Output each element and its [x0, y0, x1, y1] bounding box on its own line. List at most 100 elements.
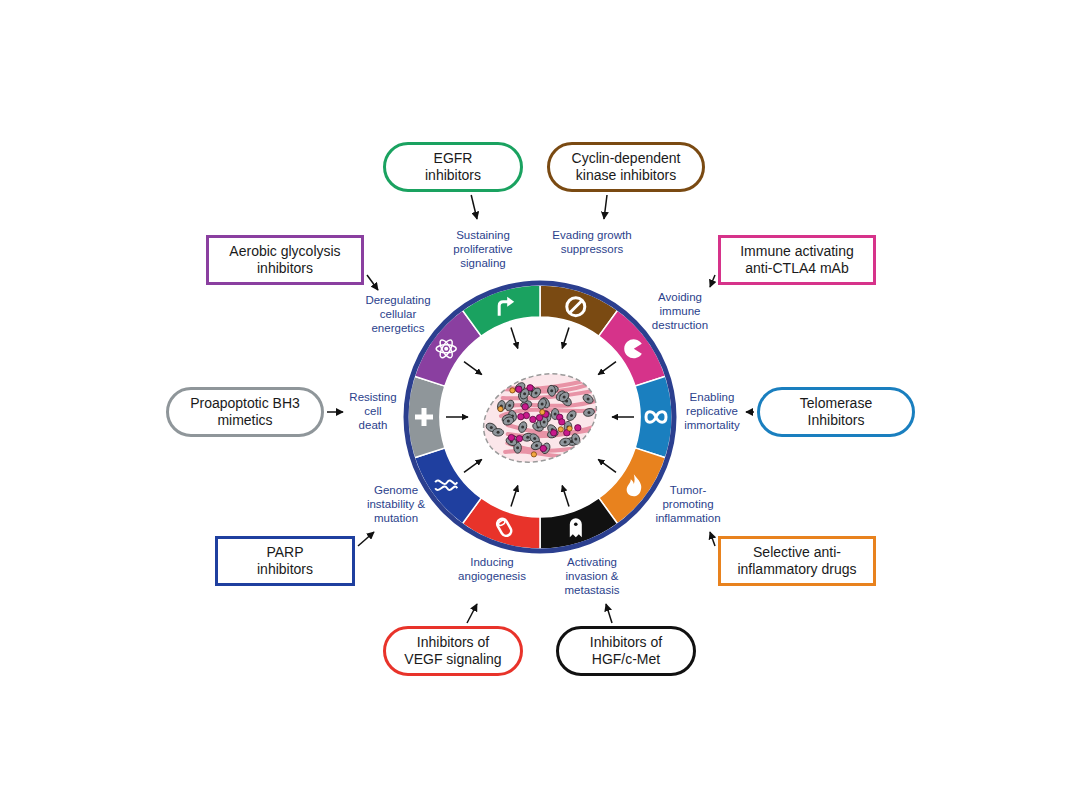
stromal-cell	[567, 426, 572, 431]
leader-arrow	[606, 604, 612, 623]
tumor-cell	[537, 397, 548, 410]
tumor-cell	[565, 409, 578, 422]
leader-arrow	[471, 195, 477, 219]
cell-nucleus	[550, 389, 553, 392]
therapy-box: Cyclin-dependent kinase inhibitors	[547, 142, 705, 192]
tumor-cell	[502, 416, 515, 427]
immune-cell	[559, 419, 565, 425]
therapy-label: Inhibitors of VEGF signaling	[398, 634, 508, 668]
hallmark-icon	[624, 339, 642, 358]
cell-nucleus	[587, 397, 590, 400]
immune-cell	[516, 386, 522, 392]
immune-cell	[551, 430, 557, 436]
icon-flame	[627, 474, 642, 496]
immune-cell	[508, 434, 514, 440]
hallmark-icon	[436, 338, 456, 359]
hallmark-segment	[635, 376, 672, 458]
immune-cell	[522, 404, 528, 410]
immune-cell	[530, 416, 536, 422]
tumor-cell	[583, 407, 596, 417]
inner-arrow	[562, 328, 569, 349]
therapy-label: Inhibitors of HGF/c-Met	[571, 634, 681, 668]
leader-arrow	[710, 532, 715, 546]
cell-nucleus	[526, 436, 529, 439]
cell-nucleus	[516, 446, 519, 449]
tumor-cell	[517, 421, 528, 434]
tumor-cell	[559, 437, 572, 447]
icon-dna	[435, 486, 457, 489]
stromal-cell	[540, 410, 545, 415]
hallmark-label: Sustaining proliferative signaling	[443, 228, 523, 270]
leader-arrow	[467, 604, 477, 623]
therapy-box: Inhibitors of VEGF signaling	[383, 626, 523, 676]
tumor-cell	[493, 428, 504, 436]
hallmark-icon	[627, 474, 642, 496]
tumor-cell	[504, 399, 516, 412]
hallmark-label: Evading growth suppressors	[552, 228, 632, 256]
stroma-strand	[508, 417, 618, 433]
therapy-label: Cyclin-dependent kinase inhibitors	[562, 150, 690, 184]
tumor-cell	[558, 390, 571, 403]
tumor-cell	[497, 400, 507, 412]
leader-arrow	[710, 275, 715, 287]
immune-cell	[518, 414, 524, 420]
immune-cell	[516, 435, 522, 441]
therapy-box: Selective anti-inflammatory drugs	[718, 536, 876, 586]
therapy-box: Immune activating anti-CTLA4 mAb	[718, 235, 876, 285]
therapy-box: PARP inhibitors	[215, 536, 355, 586]
therapy-label: Proapoptotic BH3 mimetics	[181, 395, 309, 429]
icon-vessel	[495, 517, 513, 538]
immune-cell	[540, 445, 546, 451]
therapy-label: PARP inhibitors	[245, 544, 325, 578]
inner-arrow	[511, 328, 518, 349]
hallmark-label: Resisting cell death	[349, 390, 397, 432]
icon-cell	[570, 518, 582, 537]
inner-arrow	[464, 459, 482, 472]
therapy-label: Immune activating anti-CTLA4 mAb	[733, 243, 861, 277]
hallmark-segment	[408, 376, 445, 458]
hallmark-icon	[567, 298, 585, 316]
hallmark-icon	[570, 518, 582, 537]
tumor-illustration	[471, 359, 618, 478]
cell-nucleus	[554, 413, 557, 416]
leader-arrow	[327, 411, 343, 413]
stromal-cell	[531, 452, 536, 457]
tumor-ground	[471, 359, 609, 478]
hallmark-icon	[499, 297, 514, 316]
icon-vessel	[498, 519, 506, 526]
therapy-box: EGFR inhibitors	[383, 142, 523, 192]
hallmark-icon	[435, 480, 457, 489]
icon-stop	[567, 298, 585, 316]
cell-nucleus	[508, 404, 511, 407]
therapy-box: Inhibitors of HGF/c-Met	[556, 626, 696, 676]
icon-atom	[444, 347, 448, 351]
tumor-cell	[581, 393, 594, 405]
cell-nucleus	[523, 392, 526, 395]
inner-arrow	[511, 486, 518, 507]
hallmark-label: Tumor-promoting inflammation	[648, 483, 728, 525]
icon-pacman	[624, 339, 642, 358]
leader-arrow	[604, 195, 607, 219]
therapy-label: EGFR inhibitors	[413, 150, 493, 184]
tumor-cell	[547, 385, 556, 397]
icon-infinity	[646, 412, 666, 423]
hallmark-label: Inducing angiogenesis	[452, 555, 532, 583]
icon-stop	[570, 301, 582, 313]
therapy-box: Proapoptotic BH3 mimetics	[166, 387, 324, 437]
inner-arrow	[598, 362, 616, 375]
tumor-cell	[570, 433, 581, 446]
cell-nucleus	[588, 411, 591, 414]
icon-atom	[438, 338, 455, 359]
icon-atom	[438, 338, 455, 359]
ring-border	[406, 283, 674, 551]
leader-arrow	[367, 275, 378, 290]
leader-arrow	[358, 532, 374, 546]
inner-arrow	[598, 459, 616, 472]
hallmark-label: Avoiding immune destruction	[640, 290, 720, 332]
tumor-cell	[546, 423, 559, 436]
cell-nucleus	[521, 426, 524, 429]
hallmark-icon	[415, 408, 433, 426]
